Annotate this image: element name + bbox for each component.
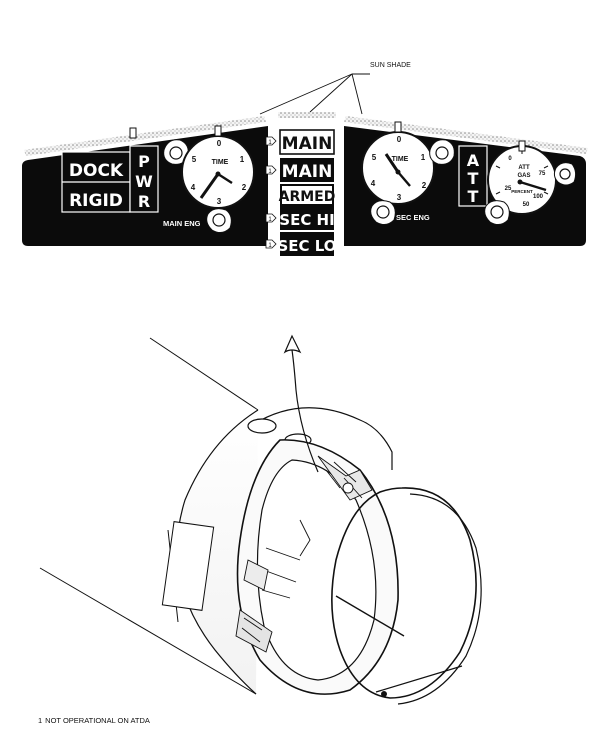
mount-lug-lower-right bbox=[484, 200, 510, 226]
mount-lug-lower-center bbox=[370, 200, 396, 226]
spring-rod-lower bbox=[375, 665, 463, 693]
lamp-main-2 bbox=[280, 158, 334, 182]
clock-numeral-2: 2 bbox=[242, 183, 247, 192]
sun-shade-leader-center bbox=[309, 73, 353, 113]
svg-text:1: 1 bbox=[268, 217, 272, 223]
dock-label: DOCK bbox=[69, 161, 124, 181]
clock-numeral-1: 1 bbox=[421, 153, 426, 162]
footnote-marker-main-1: 1 bbox=[265, 136, 277, 146]
gauge-unit: PERCENT bbox=[511, 189, 533, 194]
port-hole-1 bbox=[247, 418, 277, 434]
lamp-main-2-label: MAIN bbox=[282, 162, 333, 182]
clock-numeral-2: 2 bbox=[422, 181, 427, 190]
pwr-letter-r: R bbox=[138, 192, 150, 211]
mount-lug-lower-left bbox=[206, 208, 232, 234]
lamp-armed-label: ARMED bbox=[279, 189, 336, 205]
gauge-reset-knob bbox=[518, 140, 526, 152]
clock-hand-short bbox=[397, 171, 411, 187]
footnote-marker-main-2: 1 bbox=[265, 165, 277, 175]
lamp-main-1-label: MAIN bbox=[282, 134, 333, 154]
lamp-main-1 bbox=[279, 129, 335, 155]
trajectory-arrow-shaft bbox=[291, 349, 319, 473]
clock-numeral-4: 4 bbox=[191, 183, 196, 192]
lamp-sec-hi bbox=[280, 206, 334, 230]
clock-reset-knob bbox=[214, 125, 222, 137]
ring-latch-pin bbox=[381, 691, 387, 697]
footnote-text: NOT OPERATIONAL ON ATDA bbox=[45, 716, 150, 725]
spring-rod-upper bbox=[335, 595, 405, 637]
clock-reset-knob bbox=[394, 121, 402, 133]
clock-title: TIME bbox=[212, 159, 229, 166]
pwr-letter-p: P bbox=[138, 152, 150, 171]
lamp-stack: MAIN MAIN ARMED SEC HI SEC LO 1 1 1 1 bbox=[265, 129, 337, 256]
clock-numeral-0: 0 bbox=[397, 135, 402, 144]
gauge-numeral-0: 0 bbox=[508, 156, 512, 162]
gauge-numeral-100: 100 bbox=[533, 194, 544, 200]
clock-numeral-4: 4 bbox=[371, 179, 376, 188]
gauge-numeral-50: 50 bbox=[523, 202, 530, 208]
sun-shade: SUN SHADE bbox=[24, 62, 588, 156]
att-gas-gauge: 0 25 50 75 100 ATT GAS PERCENT bbox=[487, 140, 557, 215]
lamp-sec-lo bbox=[280, 232, 334, 256]
rigid-label: RIGID bbox=[69, 191, 123, 211]
panel-screw-left bbox=[129, 127, 137, 139]
pwr-letter-w: W bbox=[135, 172, 153, 191]
att-letter-t1: T bbox=[468, 169, 479, 188]
ejected-cover-ring bbox=[331, 487, 477, 699]
gauge-numeral-75: 75 bbox=[539, 171, 546, 177]
svg-text:1: 1 bbox=[268, 169, 272, 175]
clock-numeral-0: 0 bbox=[217, 139, 222, 148]
clock-hand-short bbox=[217, 172, 233, 185]
mount-lug-right bbox=[553, 162, 577, 186]
svg-text:1: 1 bbox=[268, 243, 272, 249]
gauge-needle bbox=[519, 180, 547, 192]
trajectory-arrow-head bbox=[283, 334, 302, 354]
right-panel: TIME 0 1 2 3 4 5 SEC ENG A T T bbox=[344, 121, 586, 246]
left-panel: DOCK RIGID P W R TIME 0 1 2 3 4 5 MAIN E… bbox=[22, 125, 268, 246]
att-letter-t2: T bbox=[468, 187, 479, 206]
sec-eng-label: SEC ENG bbox=[396, 213, 430, 222]
clock-hand-long bbox=[384, 153, 400, 173]
latch-mechanism bbox=[235, 455, 373, 653]
mount-lug-upper-right bbox=[429, 139, 455, 165]
lamp-sec-lo-label: SEC LO bbox=[277, 237, 336, 255]
clock-hand-long bbox=[199, 173, 220, 199]
footnote-marker-sec-hi: 1 bbox=[265, 213, 277, 223]
svg-text:1: 1 bbox=[268, 140, 272, 146]
sun-shade-label: SUN SHADE bbox=[370, 62, 411, 69]
clock-numeral-1: 1 bbox=[240, 155, 245, 164]
clock-numeral-3: 3 bbox=[397, 193, 402, 202]
sun-shade-leader-left bbox=[259, 73, 353, 115]
lamp-sec-hi-label: SEC HI bbox=[279, 211, 334, 229]
gauge-numeral-25: 25 bbox=[505, 186, 512, 192]
pwr-box bbox=[129, 145, 159, 213]
access-panel bbox=[161, 521, 215, 611]
docking-adapter-illustration bbox=[39, 334, 482, 705]
sec-eng-clock: TIME 0 1 2 3 4 5 bbox=[361, 121, 435, 205]
clock-title: TIME bbox=[392, 156, 409, 163]
clock-numeral-5: 5 bbox=[192, 155, 197, 164]
footnote-marker-sec-lo: 1 bbox=[265, 239, 277, 249]
footnote-marker: 1 bbox=[38, 716, 43, 725]
clock-numeral-5: 5 bbox=[372, 153, 377, 162]
main-eng-label: MAIN ENG bbox=[163, 219, 201, 228]
gauge-title-gas: GAS bbox=[517, 173, 530, 179]
sun-shade-leader-right bbox=[351, 73, 363, 115]
gauge-title-att: ATT bbox=[518, 165, 530, 171]
att-letter-a: A bbox=[467, 151, 480, 170]
main-eng-clock: TIME 0 1 2 3 4 5 bbox=[181, 125, 255, 209]
clock-numeral-3: 3 bbox=[217, 197, 222, 206]
att-box bbox=[458, 145, 488, 207]
